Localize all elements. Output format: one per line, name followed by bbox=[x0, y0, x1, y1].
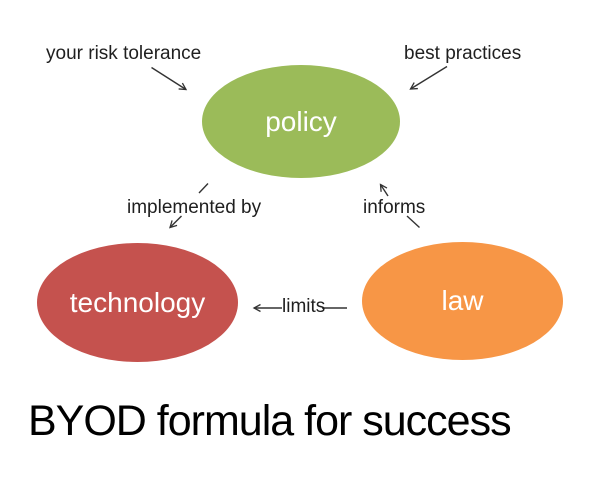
informs-arrow bbox=[379, 183, 389, 197]
best-practices-arrow bbox=[409, 65, 448, 90]
risk-tolerance-label: your risk tolerance bbox=[46, 43, 202, 64]
diagram-title: BYOD formula for success bbox=[28, 397, 512, 445]
policy-ellipse bbox=[202, 65, 400, 178]
implemented-by-tail-line bbox=[198, 183, 209, 194]
law-ellipse bbox=[362, 242, 563, 360]
informs-label: informs bbox=[363, 197, 426, 218]
implemented-by-arrow bbox=[169, 215, 182, 229]
risk-tolerance-arrow bbox=[151, 66, 188, 91]
implemented-by-label: implemented by bbox=[127, 197, 262, 218]
technology-ellipse bbox=[37, 243, 238, 362]
limits-label: limits bbox=[282, 296, 326, 317]
informs-tail-line bbox=[406, 215, 420, 229]
best-practices-label: best practices bbox=[404, 43, 522, 64]
